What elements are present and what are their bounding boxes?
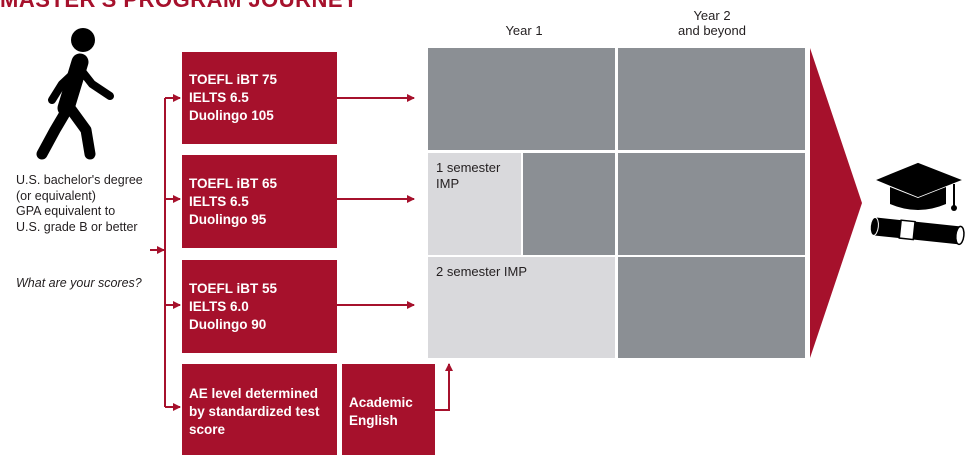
requirement-line: U.S. grade B or better — [16, 219, 138, 234]
toefl-score: TOEFL iBT 75 — [189, 72, 278, 87]
score-box-tier3: TOEFL iBT 55 IELTS 6.0 Duolingo 90 — [182, 260, 337, 353]
duolingo-score: Duolingo 95 — [189, 212, 267, 227]
year1-cell-tier1 — [428, 48, 615, 150]
graduation-cap-diploma-icon — [869, 161, 966, 246]
ielts-score: IELTS 6.5 — [189, 194, 249, 209]
page-title: MASTER'S PROGRAM JOURNEY — [0, 0, 358, 13]
ae-level-box: AE level determined by standardized test… — [182, 364, 337, 455]
scores-question: What are your scores? — [16, 276, 142, 290]
academic-english-line: English — [349, 413, 398, 428]
requirement-line: U.S. bachelor's degree — [16, 173, 143, 187]
academic-english-box: Academic English — [342, 364, 435, 455]
year2-cell-tier2 — [618, 153, 805, 255]
one-semester-imp-cell: 1 semester IMP — [428, 153, 521, 255]
column-header-year2: Year 2 and beyond — [652, 8, 772, 38]
column-header-year2-line1: Year 2 — [693, 8, 731, 23]
column-header-year1: Year 1 — [505, 23, 543, 38]
ae-line: AE level determined — [189, 386, 319, 401]
academic-english-line: Academic — [349, 395, 413, 410]
toefl-score: TOEFL iBT 55 — [189, 281, 278, 296]
two-semester-imp-label: 2 semester IMP — [436, 264, 528, 279]
one-semester-imp-label: 1 semester — [436, 160, 501, 175]
column-header-year2-line2: and beyond — [678, 23, 746, 38]
ielts-score: IELTS 6.5 — [189, 90, 249, 105]
arrow-academic-english-up — [435, 363, 453, 411]
one-semester-imp-label: IMP — [436, 176, 460, 191]
year2-cell-tier3 — [618, 257, 805, 358]
duolingo-score: Duolingo 105 — [189, 108, 274, 123]
admission-requirements: U.S. bachelor's degree (or equivalent) G… — [16, 173, 166, 235]
walking-person-icon — [36, 28, 114, 160]
ielts-score: IELTS 6.0 — [189, 299, 249, 314]
toefl-score: TOEFL iBT 65 — [189, 176, 278, 191]
two-semester-imp-cell: 2 semester IMP — [428, 257, 615, 358]
year2-cell-tier1 — [618, 48, 805, 150]
score-box-tier2: TOEFL iBT 65 IELTS 6.5 Duolingo 95 — [182, 155, 337, 248]
progress-triangle — [810, 48, 862, 358]
score-box-tier1: TOEFL iBT 75 IELTS 6.5 Duolingo 105 — [182, 52, 337, 144]
requirement-line: GPA equivalent to — [16, 204, 116, 218]
ae-line: by standardized test — [189, 404, 320, 419]
year1-cell-tier2 — [523, 153, 615, 255]
duolingo-score: Duolingo 90 — [189, 317, 267, 332]
requirement-line: (or equivalent) — [16, 188, 96, 203]
ae-line: score — [189, 422, 226, 437]
